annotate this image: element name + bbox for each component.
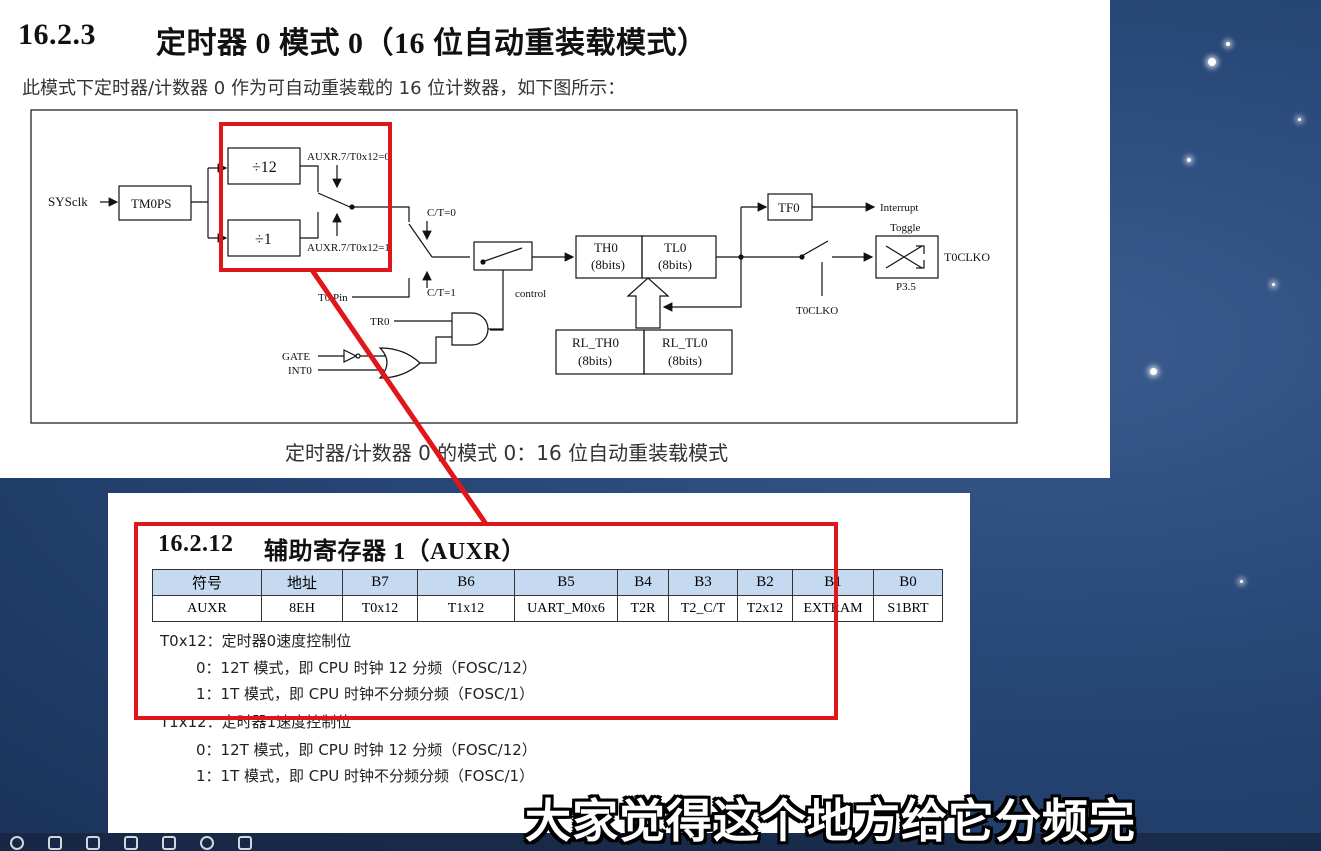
register-note: 0：12T 模式，即 CPU 时钟 12 分频（FOSC/12） bbox=[196, 659, 537, 677]
register-note: 1：1T 模式，即 CPU 时钟不分频分频（FOSC/1） bbox=[196, 767, 535, 785]
label-th0-bits: (8bits) bbox=[591, 257, 625, 272]
document-page-auxr-register: 16.2.12 辅助寄存器 1（AUXR） 符号 地址 B7 B6 B5 B4 … bbox=[108, 493, 970, 833]
register-note: 0：12T 模式，即 CPU 时钟 12 分频（FOSC/12） bbox=[196, 741, 537, 759]
star-decoration bbox=[1208, 58, 1216, 66]
label-toggle: Toggle bbox=[890, 222, 921, 234]
table-header-cell: B4 bbox=[617, 569, 669, 596]
table-header-cell: 地址 bbox=[261, 569, 343, 596]
table-header-cell: B7 bbox=[342, 569, 418, 596]
section-intro: 此模式下定时器/计数器 0 作为可自动重装载的 16 位计数器，如下图所示： bbox=[22, 78, 626, 99]
section-title: 定时器 0 模式 0（16 位自动重装载模式） bbox=[156, 27, 708, 60]
star-decoration bbox=[1187, 158, 1191, 162]
label-control: control bbox=[515, 288, 546, 300]
diagram-frame bbox=[30, 109, 1018, 424]
or-gate bbox=[378, 347, 421, 379]
video-player-toolbar bbox=[0, 833, 1321, 851]
label-tr0: TR0 bbox=[370, 316, 390, 328]
label-auxr-sel1: AUXR.7/T0x12=1 bbox=[307, 242, 390, 254]
player-control-icon[interactable] bbox=[124, 836, 138, 850]
label-ct0: C/T=0 bbox=[427, 207, 456, 219]
document-page-timer-mode: 16.2.3 定时器 0 模式 0（16 位自动重装载模式） 此模式下定时器/计… bbox=[0, 0, 1110, 478]
auxr-register-table: 符号 地址 B7 B6 B5 B4 B3 B2 B1 B0 AUXR 8EH T… bbox=[152, 569, 943, 622]
star-decoration bbox=[1226, 42, 1230, 46]
player-control-icon[interactable] bbox=[86, 836, 100, 850]
player-control-icon[interactable] bbox=[48, 836, 62, 850]
reload-arrow bbox=[626, 277, 670, 329]
player-control-icon[interactable] bbox=[238, 836, 252, 850]
player-control-icon[interactable] bbox=[200, 836, 214, 850]
register-note: 1：1T 模式，即 CPU 时钟不分频分频（FOSC/1） bbox=[196, 685, 535, 703]
label-tm0ps: TM0PS bbox=[131, 196, 171, 211]
toggle-box bbox=[875, 235, 939, 279]
label-t0clko: T0CLKO bbox=[944, 250, 990, 264]
table-header-cell: B5 bbox=[514, 569, 618, 596]
label-rl-tl0-bits: (8bits) bbox=[668, 353, 702, 368]
label-ct1: C/T=1 bbox=[427, 287, 456, 299]
table-cell: T2_C/T bbox=[668, 595, 738, 622]
highlight-auxr-register bbox=[134, 522, 838, 720]
label-rl-tl0: RL_TL0 bbox=[662, 335, 708, 350]
label-div1: ÷1 bbox=[255, 231, 272, 248]
rl-tl0-box bbox=[643, 329, 733, 375]
control-switch-box bbox=[473, 241, 533, 271]
player-control-icon[interactable] bbox=[10, 836, 24, 850]
table-header-cell: B0 bbox=[873, 569, 943, 596]
table-cell: AUXR bbox=[152, 595, 262, 622]
label-interrupt: Interrupt bbox=[880, 202, 918, 214]
label-rl-th0: RL_TH0 bbox=[572, 335, 619, 350]
register-section-number: 16.2.12 bbox=[158, 531, 234, 557]
label-p35: P3.5 bbox=[896, 281, 916, 293]
table-header-cell: B1 bbox=[792, 569, 874, 596]
label-int0: INT0 bbox=[288, 365, 312, 377]
star-decoration bbox=[1298, 118, 1301, 121]
video-subtitle: 大家觉得这个地方给它分频完 bbox=[525, 794, 1136, 848]
table-cell: EXTRAM bbox=[792, 595, 874, 622]
label-t0pin: T0 Pin bbox=[318, 292, 348, 304]
table-header-cell: B2 bbox=[737, 569, 793, 596]
table-cell: T2x12 bbox=[737, 595, 793, 622]
star-decoration bbox=[1240, 580, 1243, 583]
table-header-cell: B3 bbox=[668, 569, 738, 596]
table-cell: T1x12 bbox=[417, 595, 515, 622]
table-row: AUXR 8EH T0x12 T1x12 UART_M0x6 T2R T2_C/… bbox=[152, 595, 943, 622]
star-decoration bbox=[1272, 283, 1275, 286]
section-number: 16.2.3 bbox=[18, 18, 96, 51]
figure-caption: 定时器/计数器 0 的模式 0：16 位自动重装载模式 bbox=[285, 441, 729, 465]
and-gate bbox=[451, 312, 489, 346]
table-cell: T0x12 bbox=[342, 595, 418, 622]
register-section-title: 辅助寄存器 1（AUXR） bbox=[264, 539, 526, 565]
table-cell: T2R bbox=[617, 595, 669, 622]
label-t0clko-control: T0CLKO bbox=[796, 305, 838, 317]
label-gate: GATE bbox=[282, 351, 310, 363]
table-header-cell: B6 bbox=[417, 569, 515, 596]
player-control-icon[interactable] bbox=[162, 836, 176, 850]
timer-block-diagram: SYSclk TM0PS ÷12 ÷1 AUXR.7/T0x12=0 AUXR.… bbox=[30, 109, 1018, 424]
table-cell: UART_M0x6 bbox=[514, 595, 618, 622]
label-tf0: TF0 bbox=[778, 200, 800, 215]
label-tl0: TL0 bbox=[664, 240, 686, 255]
label-rl-th0-bits: (8bits) bbox=[578, 353, 612, 368]
table-header-row: 符号 地址 B7 B6 B5 B4 B3 B2 B1 B0 bbox=[152, 569, 943, 596]
label-sysclk: SYSclk bbox=[48, 194, 88, 209]
register-note: T0x12：定时器0速度控制位 bbox=[160, 632, 352, 650]
label-div12: ÷12 bbox=[252, 159, 277, 176]
label-th0: TH0 bbox=[594, 240, 618, 255]
star-decoration bbox=[1150, 368, 1157, 375]
table-cell: 8EH bbox=[261, 595, 343, 622]
label-tl0-bits: (8bits) bbox=[658, 257, 692, 272]
table-cell: S1BRT bbox=[873, 595, 943, 622]
tm0ps-box bbox=[118, 185, 192, 221]
highlight-divider-selector bbox=[219, 122, 392, 272]
label-auxr-sel0: AUXR.7/T0x12=0 bbox=[307, 151, 390, 163]
